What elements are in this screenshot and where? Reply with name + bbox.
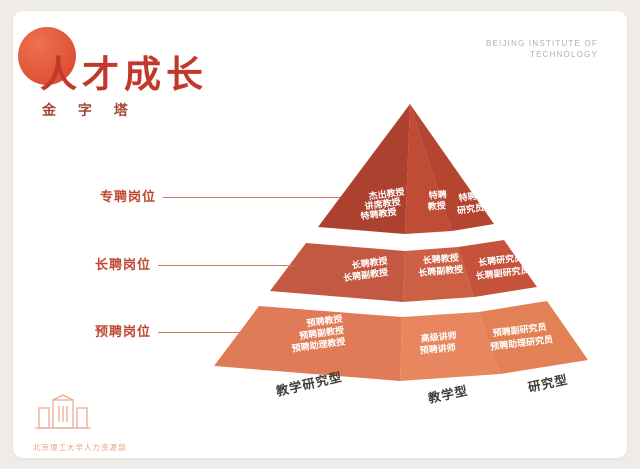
footer: 北京理工大学人力资源部 [33,394,127,453]
tier2-left-face [270,243,405,302]
tier3-left-face [214,306,402,381]
tier3-center-face [400,312,500,381]
org-name: BEIJING INSTITUTE OF TECHNOLOGY [486,38,598,60]
tier3-center-line2: 预聘讲师 [419,341,456,355]
org-name-line1: BEIJING INSTITUTE OF [485,39,598,48]
footer-org-name: 北京理工大学人力资源部 [33,443,127,452]
tier1-center-face [405,104,452,234]
callout-line [158,264,294,266]
tier1-right-line2: 研究员 [456,201,484,216]
tier3-left-line1: 预聘教授 [306,312,344,328]
tier2-center-line2: 长聘副教授 [418,263,465,278]
tier1-left-line2: 讲席教授 [364,195,402,211]
building-windows [58,406,68,422]
building-right-wing [76,407,88,429]
building-icon [35,394,91,429]
callout-line [158,331,259,333]
tier1-left-face [318,104,410,234]
tier1-right-line1: 特聘 [458,190,477,203]
page-title: 人才成长 [40,54,208,95]
callout-line [163,196,341,198]
tier3-center-line1: 高级讲师 [420,329,457,343]
building-center [52,399,74,429]
building-left-wing [38,407,50,429]
tier2-left-line1: 长聘教授 [351,254,389,270]
tier-callout-label: 预聘岗位 [95,324,152,339]
tier2-right-face [458,240,537,297]
tier2-right-line1: 长聘研究员 [478,251,524,267]
tier1-right-face [410,104,494,231]
tier1-center-line1: 特聘 [428,188,447,201]
building-roof [52,394,74,401]
tier2-center-face [403,247,474,302]
tier-callout-special: 专聘岗位 [100,189,341,204]
tier1-center-line2: 教授 [426,199,447,212]
tier2-center-line1: 长聘教授 [422,251,460,265]
tier-callout-label: 专聘岗位 [100,189,157,204]
tier-callout-pretenure: 预聘岗位 [95,324,259,339]
accent-circle [18,27,76,85]
page-subtitle: 金 字 塔 [42,102,137,118]
slide-card [13,11,627,458]
tier-callout-label: 长聘岗位 [95,257,152,272]
org-name-line2: TECHNOLOGY [529,50,598,59]
tier1-left-line3: 特聘教授 [360,205,398,221]
tier1-left-line1: 杰出教授 [368,185,406,201]
tier-callout-tenured: 长聘岗位 [95,257,294,272]
tier3-right-face [479,301,588,374]
